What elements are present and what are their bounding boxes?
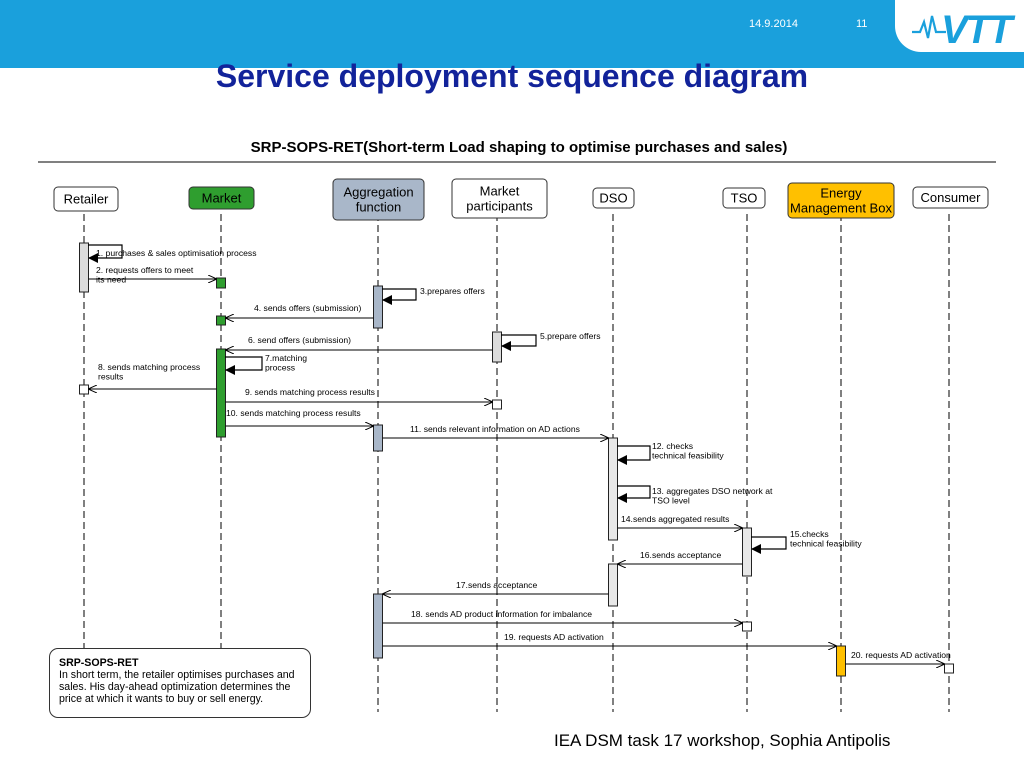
- message-label-20: 20. requests AD activation: [851, 650, 951, 660]
- participant-label-aggregation: function: [356, 200, 402, 215]
- footer-text: IEA DSM task 17 workshop, Sophia Antipol…: [554, 731, 891, 750]
- participant-label-consumer: Consumer: [921, 190, 982, 205]
- participant-box-aggregation: [332, 178, 425, 221]
- participant-box-dso: [592, 187, 635, 209]
- message-arrow-1: [88, 244, 123, 263]
- message-label-15: technical feasibility: [790, 539, 862, 549]
- message-arrow-7: [225, 356, 263, 375]
- activation-aggregation: [373, 424, 383, 452]
- activation-dso: [608, 437, 618, 541]
- message-label-2: its need: [96, 275, 126, 285]
- message-label-18: 18. sends AD product information for imb…: [411, 609, 592, 619]
- participant-box-retailer: [53, 186, 119, 212]
- message-label-8: 8. sends matching process: [98, 362, 200, 372]
- participant-box-market_participants: [451, 178, 548, 219]
- header-bar: [0, 0, 1024, 68]
- message-label-8: results: [98, 372, 123, 382]
- message-label-19: 19. requests AD activation: [504, 632, 604, 642]
- message-arrow-3: [382, 288, 417, 305]
- activation-dso: [608, 563, 618, 607]
- message-label-13: TSO level: [652, 496, 690, 506]
- activation-tso: [742, 527, 752, 577]
- activation-aggregation: [373, 593, 383, 659]
- participant-label-market_participants: participants: [466, 199, 533, 214]
- message-label-6: 6. send offers (submission): [248, 335, 351, 345]
- activation-market: [216, 348, 226, 438]
- message-label-14: 14.sends aggregated results: [621, 514, 729, 524]
- activation-consumer: [944, 663, 954, 674]
- activation-retailer: [79, 242, 89, 293]
- message-label-10: 10. sends matching process results: [226, 408, 361, 418]
- message-arrow-13: [617, 485, 651, 503]
- message-arrow-15: [751, 536, 787, 554]
- message-label-7: process: [265, 363, 295, 373]
- header-page-number: 11: [856, 18, 868, 30]
- header-date: 14.9.2014: [749, 18, 798, 30]
- message-label-5: 5.prepare offers: [540, 331, 601, 341]
- message-arrow-5: [501, 334, 537, 351]
- participant-label-market: Market: [202, 191, 242, 206]
- participant-label-aggregation: Aggregation: [343, 185, 413, 200]
- message-arrow-12: [617, 445, 651, 465]
- logo-tab: [895, 0, 1024, 52]
- activation-emb: [836, 645, 846, 677]
- participant-label-market_participants: Market: [480, 184, 520, 199]
- message-label-12: technical feasibility: [652, 451, 724, 461]
- activation-market_participants: [492, 399, 502, 410]
- page-title: Service deployment sequence diagram: [215, 58, 809, 94]
- vtt-logo: VTT: [941, 8, 1013, 52]
- participant-label-dso: DSO: [599, 191, 627, 206]
- participant-box-tso: [722, 187, 766, 209]
- message-label-7: 7.matching: [265, 353, 307, 363]
- activation-aggregation: [373, 285, 383, 329]
- activation-market_participants: [492, 331, 502, 363]
- message-label-13: 13. aggregates DSO network at: [652, 486, 773, 496]
- message-label-12: 12. checks: [652, 441, 693, 451]
- note-title: SRP-SOPS-RET: [59, 657, 139, 669]
- diagram-title: SRP-SOPS-RET(Short-term Load shaping to …: [251, 139, 788, 156]
- message-label-4: 4. sends offers (submission): [254, 303, 361, 313]
- activation-retailer: [79, 384, 89, 395]
- message-label-2: 2. requests offers to meet: [96, 265, 194, 275]
- participant-box-consumer: [912, 186, 989, 209]
- message-label-11: 11. sends relevant information on AD act…: [410, 424, 580, 434]
- participant-box-emb: [787, 182, 895, 219]
- note-text: In short term, the retailer optimises pu…: [59, 669, 295, 705]
- description-note: SRP-SOPS-RET In short term, the retailer…: [49, 648, 311, 718]
- activation-market: [216, 315, 226, 326]
- message-label-16: 16.sends acceptance: [640, 550, 721, 560]
- participant-label-emb: Management Box: [790, 201, 892, 216]
- message-label-17: 17.sends acceptance: [456, 580, 537, 590]
- participant-label-tso: TSO: [731, 191, 758, 206]
- participant-label-emb: Energy: [820, 186, 862, 201]
- vtt-logo-wave-icon: [912, 15, 946, 39]
- message-label-3: 3.prepares offers: [420, 286, 485, 296]
- message-label-1: 1. purchases & sales optimisation proces…: [96, 248, 257, 258]
- activation-tso: [742, 621, 752, 632]
- activation-market: [216, 277, 226, 289]
- participant-box-market: [188, 186, 255, 210]
- message-label-15: 15.checks: [790, 529, 829, 539]
- message-label-9: 9. sends matching process results: [245, 387, 375, 397]
- participant-label-retailer: Retailer: [64, 192, 109, 207]
